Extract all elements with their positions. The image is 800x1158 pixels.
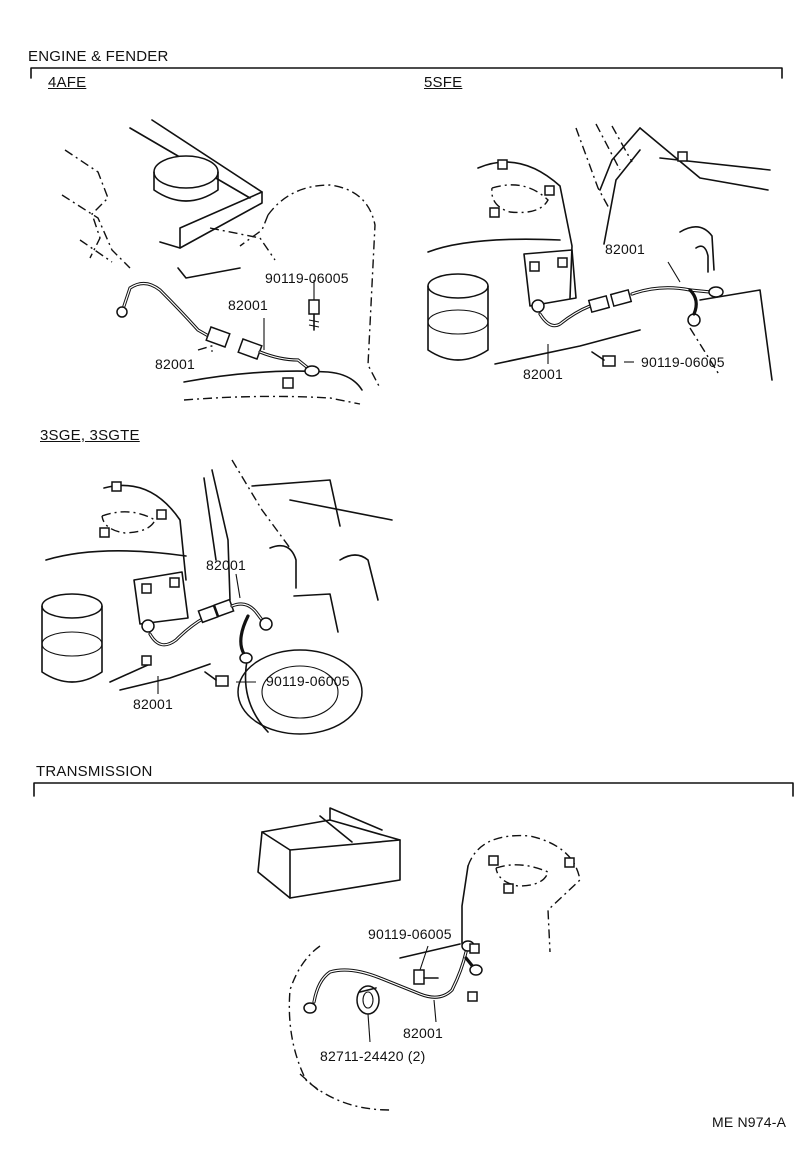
callout-4afe-strap-upper: 82001 [228, 297, 268, 313]
callout-transmission-bolt: 90119-06005 [368, 926, 452, 942]
callout-3sge-bolt: 90119-06005 [266, 673, 350, 689]
callout-transmission-strap: 82001 [403, 1025, 443, 1041]
section-title-transmission: TRANSMISSION [36, 763, 153, 780]
callout-3sge-strap-upper: 82001 [206, 557, 246, 573]
callout-3sge-strap-lower: 82001 [133, 696, 173, 712]
callout-5sfe-bolt: 90119-06005 [641, 354, 725, 370]
callout-transmission-clamp: 82711-24420 (2) [320, 1048, 426, 1064]
figure-code: ME N974-A [712, 1114, 787, 1130]
variant-label-4afe: 4AFE [48, 74, 87, 91]
section-title-engine-fender: ENGINE & FENDER [28, 48, 169, 65]
callout-4afe-strap-lower: 82001 [155, 356, 195, 372]
variant-label-5sfe: 5SFE [424, 74, 463, 91]
callout-5sfe-strap-lower: 82001 [523, 366, 563, 382]
variant-label-3sge-3sgte: 3SGE, 3SGTE [40, 427, 140, 444]
callout-5sfe-strap-upper: 82001 [605, 241, 645, 257]
callout-4afe-bolt: 90119-06005 [265, 270, 349, 286]
